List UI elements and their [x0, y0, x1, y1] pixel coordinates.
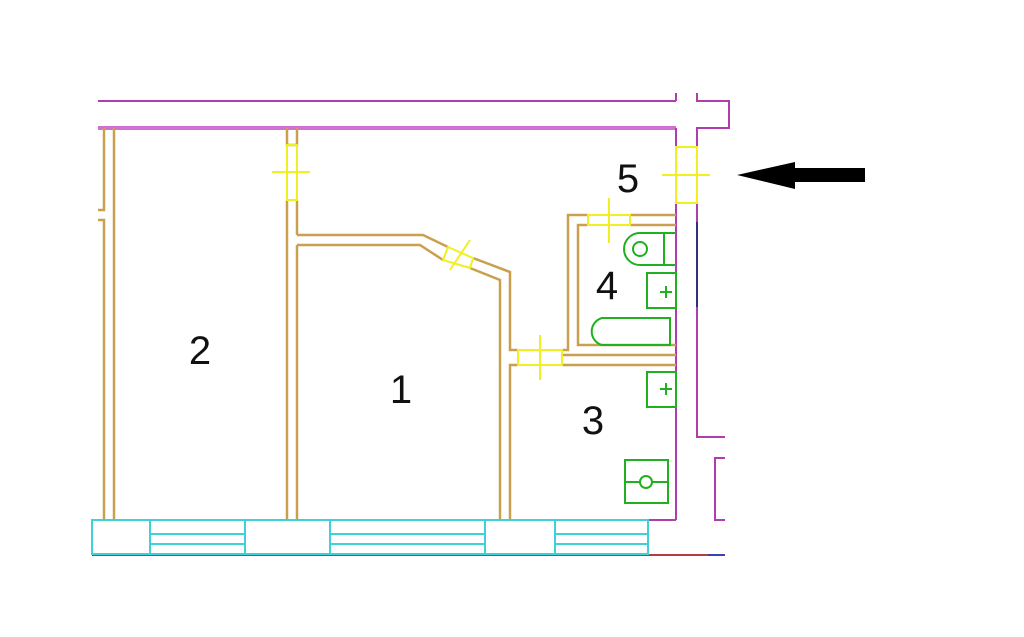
room-label-2: 2 — [189, 329, 211, 373]
window-room-2 — [149, 520, 246, 554]
fixtures — [590, 232, 677, 504]
sink-icon — [646, 272, 677, 309]
entrance-door — [662, 146, 710, 204]
stove-icon — [624, 459, 669, 504]
door-room-4 — [587, 198, 631, 243]
arrow-left-icon — [737, 162, 865, 189]
room-label-5: 5 — [617, 157, 639, 201]
room-label-3: 3 — [582, 399, 604, 443]
interior-walls — [98, 128, 676, 520]
window-room-1 — [329, 520, 486, 554]
bathtub-icon — [590, 317, 671, 346]
door-room-1-diagonal — [441, 239, 475, 271]
door-room-3 — [517, 335, 563, 380]
window-room-3 — [554, 520, 649, 554]
doors — [272, 144, 710, 380]
door-room-2 — [272, 144, 310, 201]
room-label-4: 4 — [596, 264, 618, 308]
kitchen-sink-icon — [646, 371, 677, 408]
windows — [91, 519, 649, 555]
room-label-1: 1 — [390, 368, 412, 412]
toilet-icon — [623, 232, 676, 266]
